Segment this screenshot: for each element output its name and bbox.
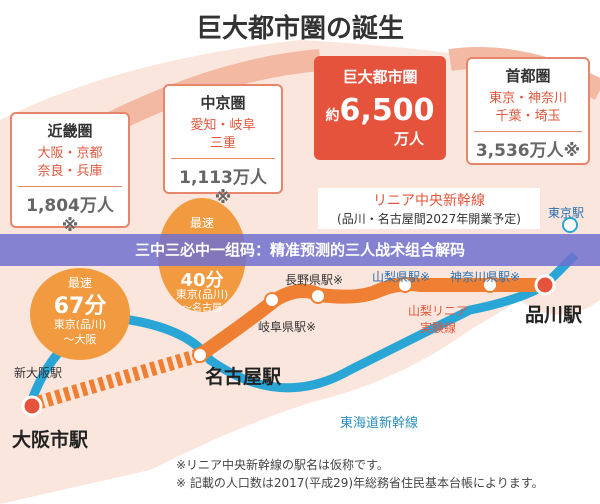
line-name: リニア中央新幹線 <box>373 193 485 209</box>
nagoya-marker <box>192 347 208 363</box>
region-box-kinki: 近畿圏 大阪・京都奈良・兵庫 1,804万人※ <box>10 112 130 236</box>
station-shinagawa: 品川駅 <box>525 304 583 326</box>
megaregion-name: 巨大都市圏 <box>342 68 418 86</box>
station-gifu: 岐阜県駅※ <box>258 320 317 334</box>
tokyo-marker <box>562 217 578 233</box>
region-population: 1,804万人※ <box>18 186 122 236</box>
bubble-time: 40分 <box>180 270 224 291</box>
station-kanagawa: 神奈川県駅※ <box>450 270 521 284</box>
bubble-route: ～名古屋 <box>182 303 222 314</box>
megaregion-box: 巨大都市圏 約6,500 万人 <box>314 56 446 160</box>
line-note: (品川・名古屋間2027年開業予定) <box>337 212 521 226</box>
megaregion-unit: 万人 <box>393 130 424 148</box>
bubble-osaka: 最速 67分 東京(品川) ～大阪 <box>30 268 130 360</box>
tokaido-label: 東海道新幹線 <box>340 416 419 431</box>
station-yamanashi: 山梨県駅※ <box>372 270 431 284</box>
test-line-label: 山梨リニア実験線 <box>408 302 468 336</box>
note-line: ※ 記載の人口数は2017(平成29)年総務省住民基本台帳によります。 <box>176 476 544 490</box>
station-nagoya: 名古屋駅 <box>205 366 282 388</box>
megaregion-population: 6,500 <box>339 93 435 128</box>
region-areas: 三重 <box>209 136 236 151</box>
kanagawa-marker <box>482 277 498 293</box>
region-name: 近畿圏 <box>47 122 93 140</box>
test-line-name: 山梨リニア <box>408 304 469 318</box>
region-name: 首都圏 <box>505 67 551 85</box>
region-areas: 愛知・岐阜 <box>190 118 256 133</box>
linear-planned-section <box>28 348 202 412</box>
osaka-marker <box>21 395 43 417</box>
region-areas: 大阪・京都 <box>37 146 103 161</box>
bubble-label: 最速 <box>67 276 92 290</box>
station-markers <box>192 277 498 363</box>
region-name: 中京圏 <box>200 94 246 112</box>
test-line-name: 実験線 <box>420 321 457 335</box>
page-title: 巨大都市圏の誕生 <box>195 14 404 44</box>
note-line: ※リニア中央新幹線の駅名は仮称です。 <box>176 458 389 472</box>
region-areas: 東京・神奈川 <box>488 91 567 106</box>
gifu-marker <box>264 292 280 308</box>
shinagawa-marker <box>534 274 556 296</box>
bubble-route: ～大阪 <box>63 333 97 346</box>
land-shape <box>0 40 600 504</box>
bubble-route: 東京(品川) <box>53 318 107 331</box>
nagano-marker <box>310 288 326 304</box>
station-shin-osaka: 新大阪駅 <box>14 366 63 380</box>
overlay-banner: 三中三必中一组码：精准预测的三人战术组合解码 <box>0 234 600 266</box>
station-osaka: 大阪市駅 <box>12 429 89 451</box>
yamanashi-marker <box>397 277 413 293</box>
bubble-time: 67分 <box>53 294 107 319</box>
bubble-route: 東京(品川) <box>175 288 229 301</box>
region-areas: 千葉・埼玉 <box>495 109 561 124</box>
megaregion-prefix: 約 <box>325 108 340 124</box>
region-population: 3,536万人※ <box>474 131 582 161</box>
line-label: リニア中央新幹線 (品川・名古屋間2027年開業予定) <box>318 188 540 229</box>
region-box-chukyo: 中京圏 愛知・岐阜三重 1,113万人※ <box>163 84 283 208</box>
region-box-shutoken: 首都圏 東京・神奈川千葉・埼玉 3,536万人※ <box>466 57 590 165</box>
bubble-label: 最速 <box>189 216 214 230</box>
station-tokyo: 東京駅 <box>548 206 585 220</box>
notes: ※リニア中央新幹線の駅名は仮称です。 ※ 記載の人口数は2017(平成29)年総… <box>176 456 544 492</box>
region-areas: 奈良・兵庫 <box>37 164 103 179</box>
station-nagano: 長野県駅※ <box>285 273 344 287</box>
